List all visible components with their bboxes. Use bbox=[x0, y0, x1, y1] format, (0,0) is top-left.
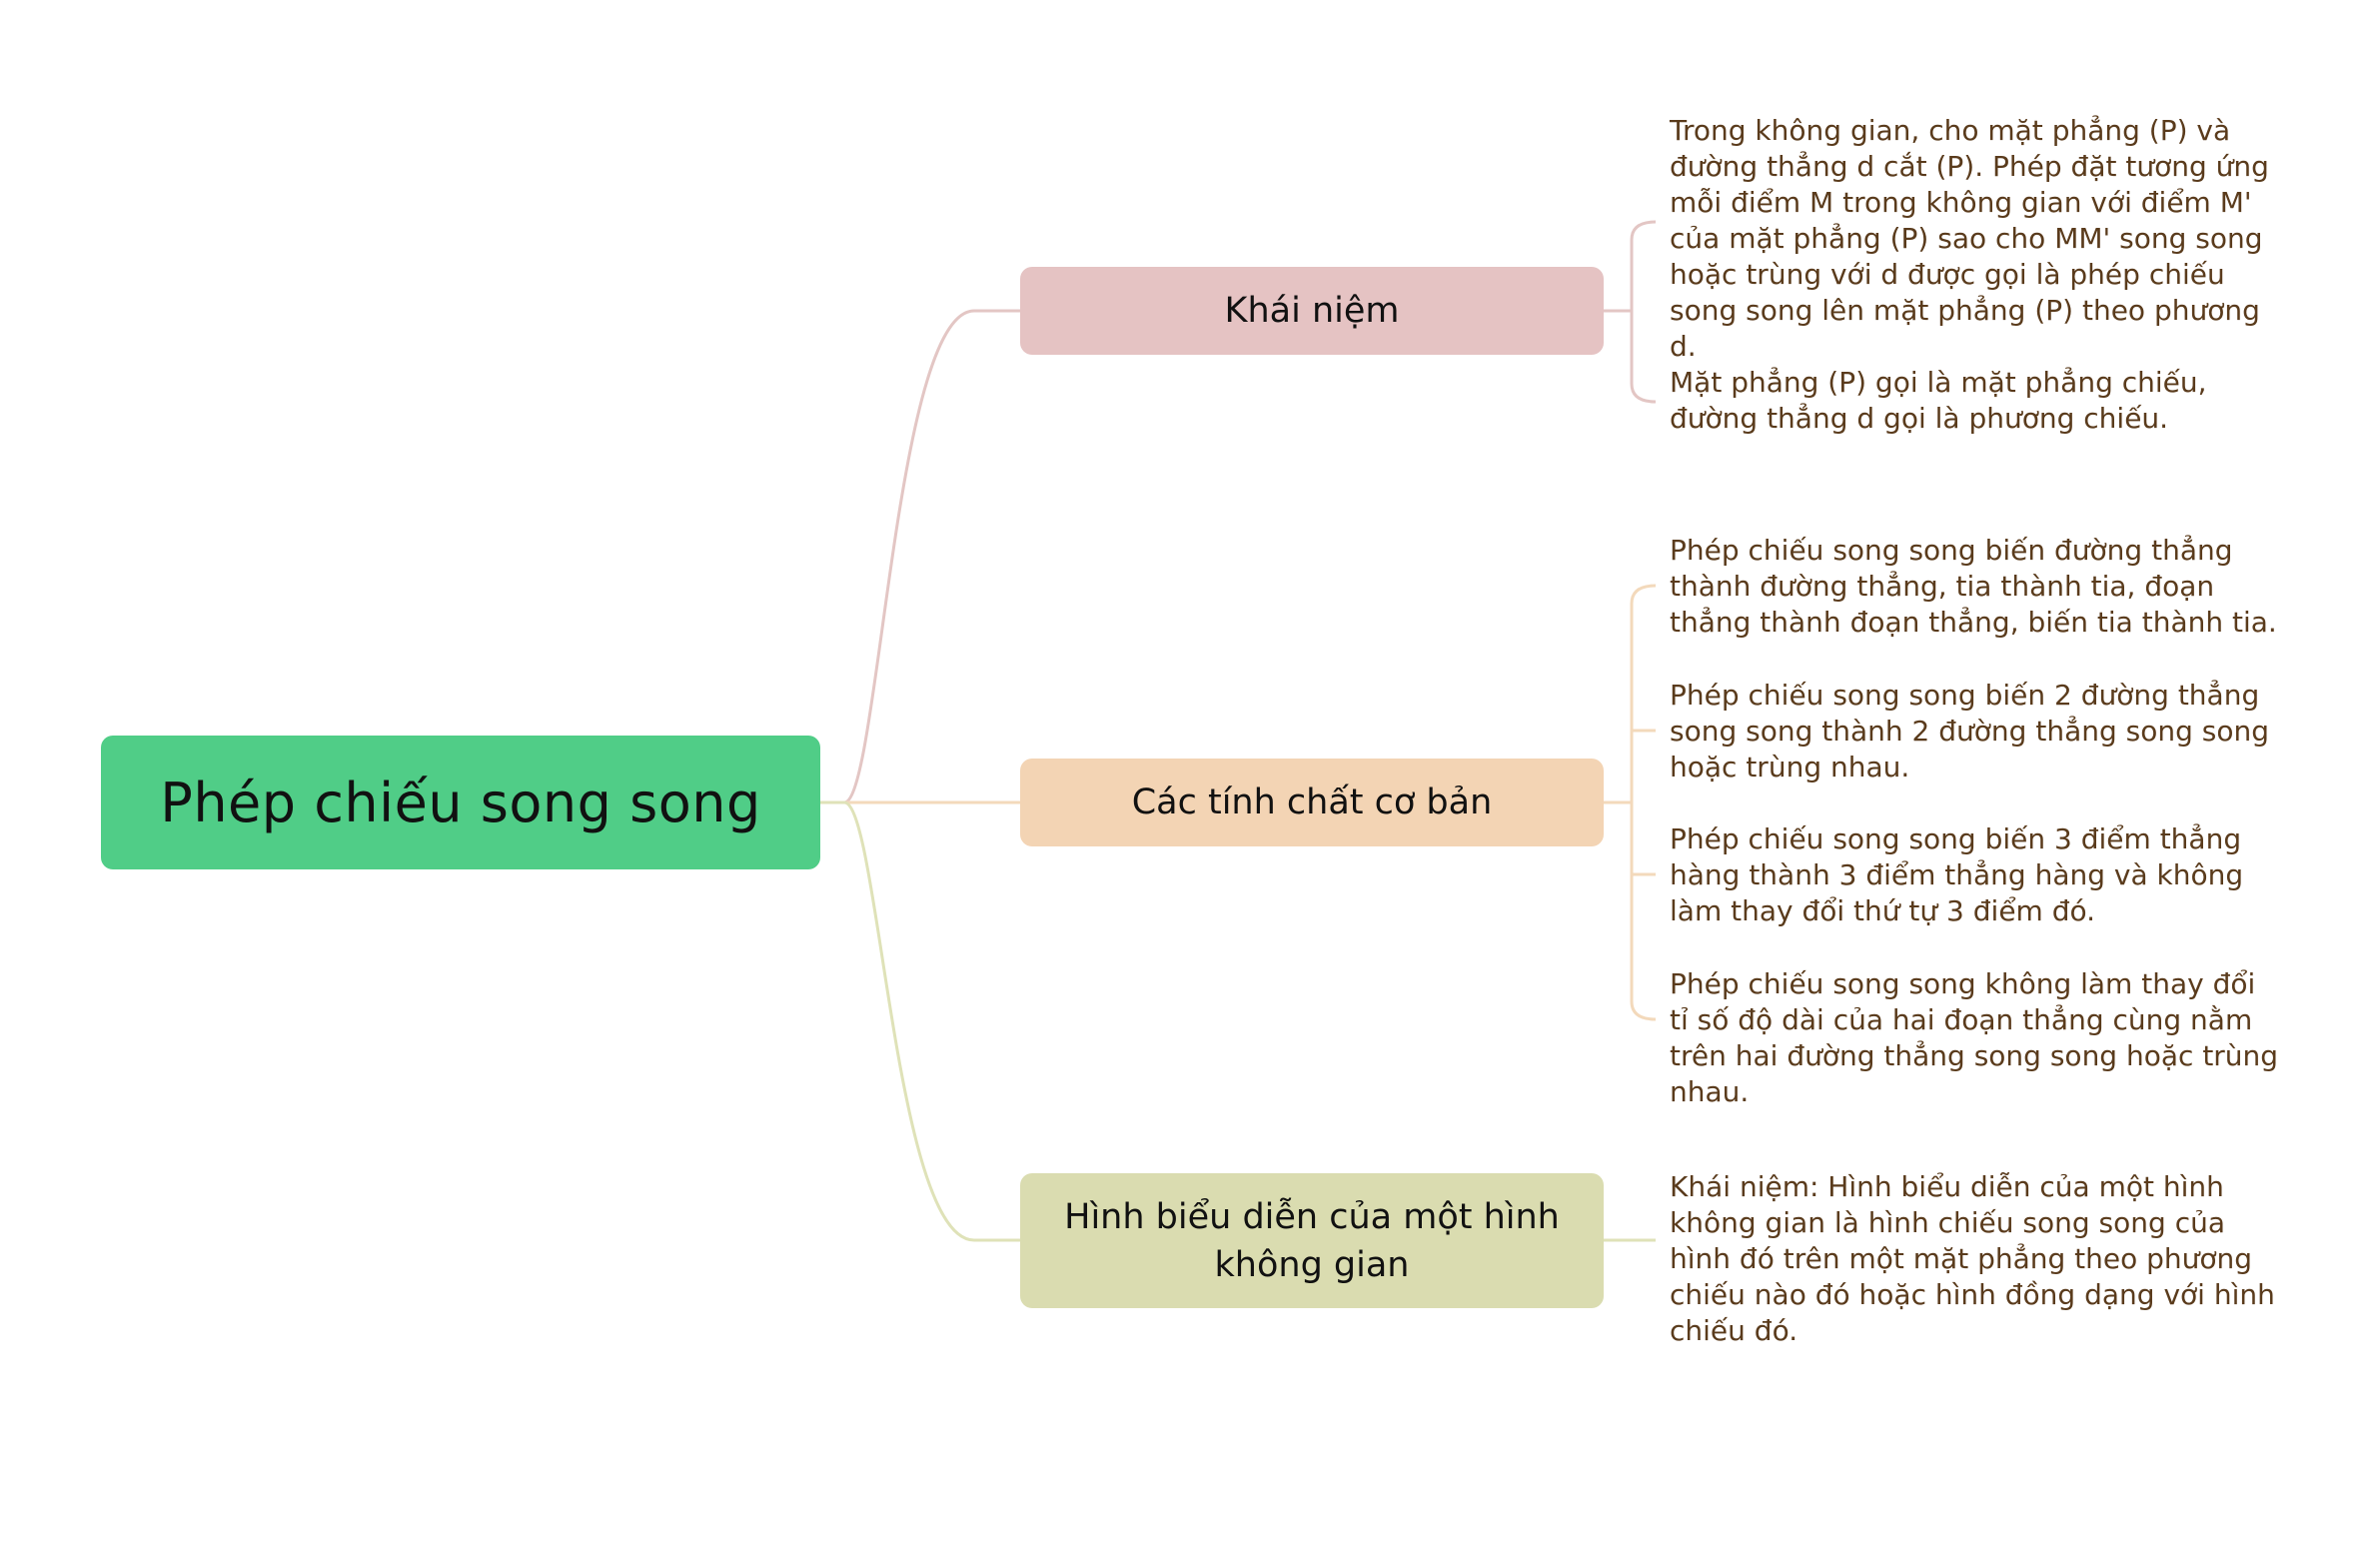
connector-root-khai-niem bbox=[820, 309, 1020, 804]
subtopic-tinh-chat-1[interactable]: Phép chiếu song song biến đường thẳng th… bbox=[1670, 534, 2277, 639]
topic-cac-tinh-chat-co-ban-label: Các tính chất cơ bản bbox=[1131, 782, 1493, 822]
subtopic-khai-niem-hinh-bieu-dien[interactable]: Khái niệm: Hình biểu diễn của một hình k… bbox=[1670, 1170, 2284, 1347]
topic-khai-niem-label: Khái niệm bbox=[1224, 291, 1400, 331]
subtopic-dinh-nghia[interactable]: Trong không gian, cho mặt phẳng (P) và đ… bbox=[1670, 114, 2278, 363]
subtopic-tinh-chat-3[interactable]: Phép chiếu song song biến 3 điểm thẳng h… bbox=[1670, 822, 2253, 927]
root-topic[interactable]: Phép chiếu song song bbox=[101, 736, 820, 869]
connector-khai-niem-bracket bbox=[1630, 220, 1657, 404]
topic-cac-tinh-chat-co-ban[interactable]: Các tính chất cơ bản bbox=[1020, 759, 1604, 846]
root-topic-label: Phép chiếu song song bbox=[160, 771, 761, 834]
connector-root-hinh-bieu-dien bbox=[820, 800, 1020, 1242]
subtopic-tinh-chat-4[interactable]: Phép chiếu song song không làm thay đổi … bbox=[1670, 967, 2287, 1108]
connector-tinh-chat-bracket bbox=[1630, 584, 1657, 1021]
topic-hinh-bieu-dien-label: Hình biểu diễn của một hình không gian bbox=[1064, 1196, 1560, 1285]
subtopic-tinh-chat-2[interactable]: Phép chiếu song song biến 2 đường thẳng … bbox=[1670, 679, 2278, 783]
topic-khai-niem[interactable]: Khái niệm bbox=[1020, 267, 1604, 355]
topic-hinh-bieu-dien[interactable]: Hình biểu diễn của một hình không gian bbox=[1020, 1173, 1604, 1308]
subtopic-mat-phang-chieu[interactable]: Mặt phẳng (P) gọi là mặt phẳng chiếu, đư… bbox=[1670, 366, 2216, 435]
